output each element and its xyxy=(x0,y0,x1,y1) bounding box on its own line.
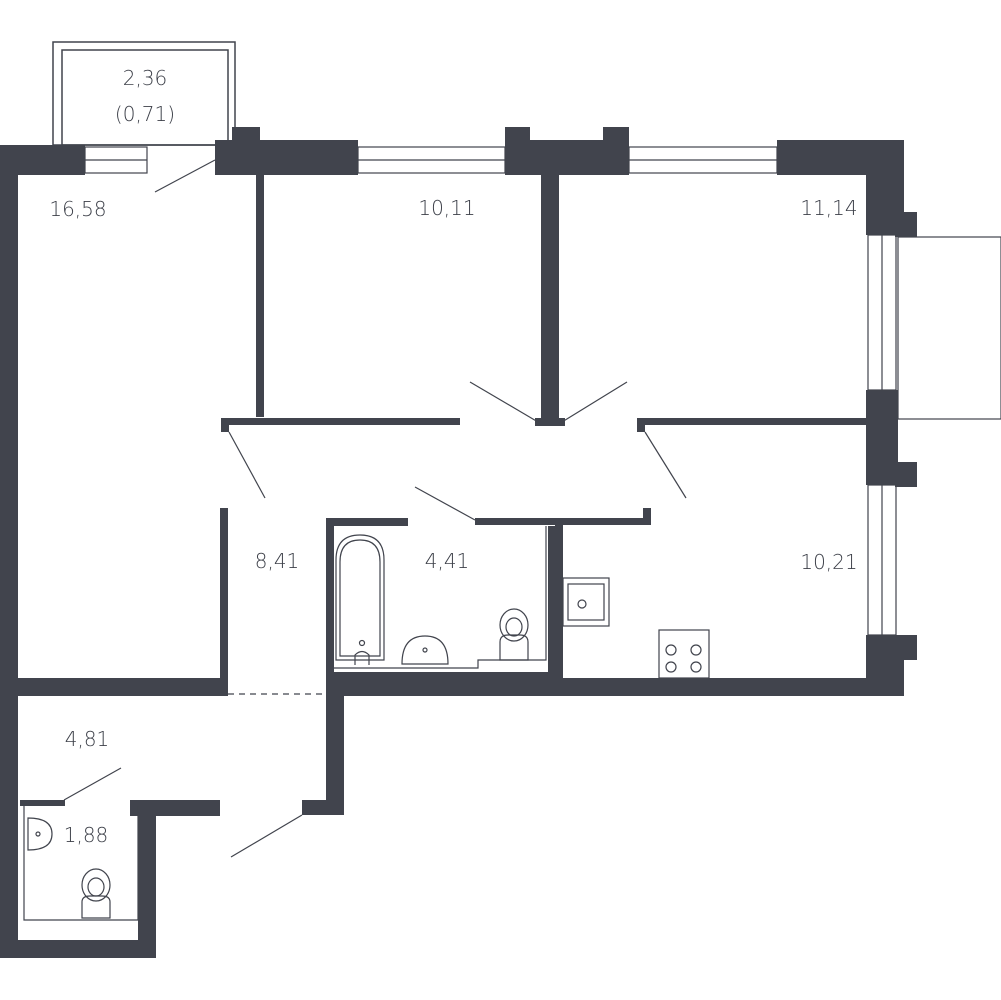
toilet-area-label: 1,88 xyxy=(64,823,109,847)
corridor-area-label: 4,81 xyxy=(65,727,110,751)
bathroom-partition xyxy=(334,526,555,680)
kitchen-stove xyxy=(658,629,710,679)
living-room-area-label: 16,58 xyxy=(49,197,106,221)
balcony xyxy=(52,41,236,146)
bedroom-2-area-label: 11,14 xyxy=(800,196,857,220)
walls xyxy=(0,127,917,958)
doors xyxy=(63,159,687,858)
bathroom-area-label: 4,41 xyxy=(425,549,470,573)
bedroom-1-area-label: 10,11 xyxy=(418,196,475,220)
windows xyxy=(84,146,1001,636)
balcony-reduced-label: (0,71) xyxy=(115,102,175,126)
bathtub xyxy=(335,534,385,665)
kitchen-sink xyxy=(562,577,610,627)
bathroom-fixtures xyxy=(334,526,547,669)
kitchen-area-label: 10,21 xyxy=(800,550,857,574)
toilet-fixtures xyxy=(23,806,139,921)
hall-area-label: 8,41 xyxy=(255,549,300,573)
balcony-area-label: 2,36 xyxy=(123,66,168,90)
